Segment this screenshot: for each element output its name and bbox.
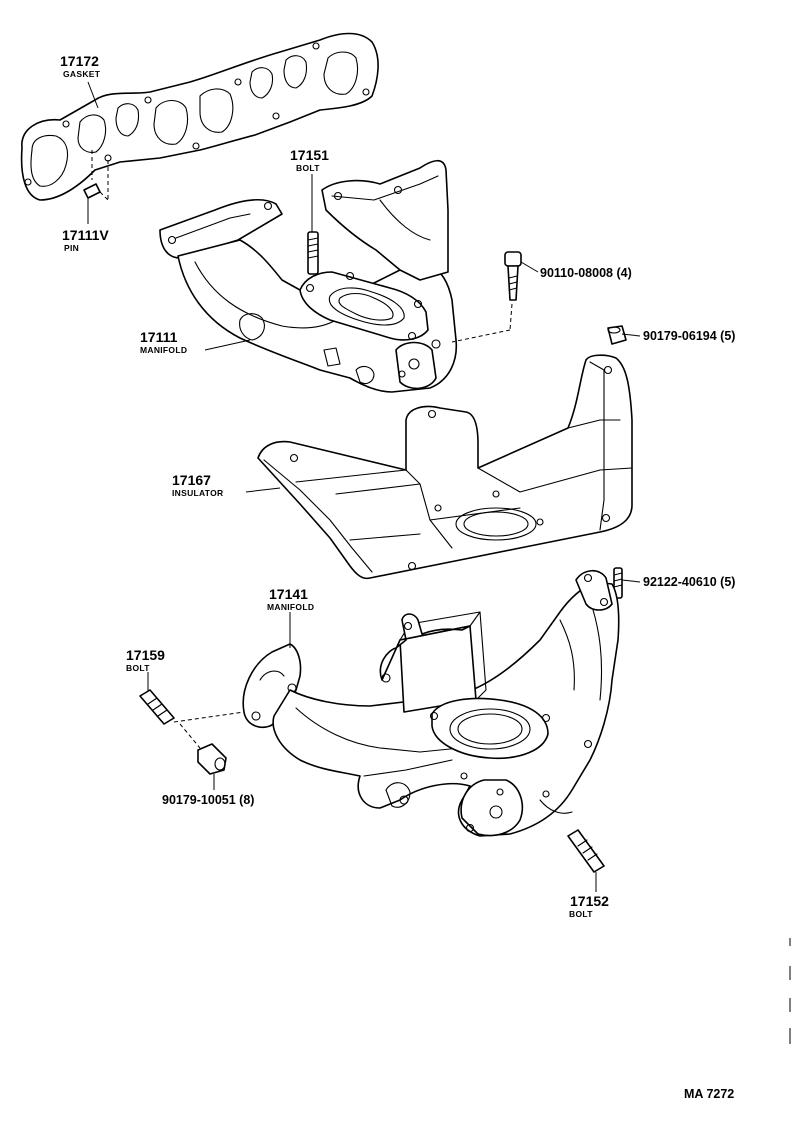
gasket-drawing xyxy=(20,32,379,201)
nut-90179-06194-drawing xyxy=(607,325,627,345)
leader-lines xyxy=(87,81,641,892)
part-number-bolt-17151: 17151 xyxy=(290,147,329,163)
nut-90179-10051-drawing xyxy=(197,743,227,775)
part-number-bolt-17159: 17159 xyxy=(126,647,165,663)
label-nut-90179-06194: 90179-06194 (5) xyxy=(643,329,735,343)
label-nut-90179-10051: 90179-10051 (8) xyxy=(162,793,254,807)
label-bolt-17151: 17151 BOLT xyxy=(290,147,329,173)
label-lower-manifold: 17141 MANIFOLD xyxy=(267,586,314,612)
part-number-upper-manifold: 17111 xyxy=(140,329,178,345)
label-pin: 17111V PIN xyxy=(62,227,109,253)
part-name-lower-manifold: MANIFOLD xyxy=(267,602,314,612)
part-number-insulator: 17167 xyxy=(172,472,211,488)
label-insulator: 17167 INSULATOR xyxy=(172,472,224,498)
part-number-stud-92122: 92122-40610 (5) xyxy=(643,575,735,589)
part-number-bolt-17152: 17152 xyxy=(570,893,609,909)
lower-manifold-drawing xyxy=(242,569,620,837)
bolt-17152-drawing xyxy=(567,829,605,873)
part-name-bolt-17159: BOLT xyxy=(126,663,150,673)
part-number-lower-manifold: 17141 xyxy=(269,586,308,602)
pin-drawing xyxy=(83,183,109,201)
bolt-17151-drawing xyxy=(307,231,319,275)
upper-manifold-drawing xyxy=(159,159,458,393)
part-number-nut-90179-06194: 90179-06194 (5) xyxy=(643,329,735,343)
label-bolt-17152: 17152 BOLT xyxy=(569,893,609,919)
diagram-code: MA 7272 xyxy=(684,1087,734,1101)
part-number-bolt-90110: 90110-08008 (4) xyxy=(540,266,632,280)
part-number-gasket: 17172 xyxy=(60,53,99,69)
stud-92122-drawing xyxy=(613,567,623,599)
label-gasket: 17172 GASKET xyxy=(60,53,101,79)
part-name-bolt-17152: BOLT xyxy=(569,909,593,919)
part-number-pin: 17111V xyxy=(62,227,109,243)
part-name-upper-manifold: MANIFOLD xyxy=(140,345,187,355)
part-name-pin: PIN xyxy=(64,243,79,253)
label-bolt-17159: 17159 BOLT xyxy=(126,647,165,673)
part-name-gasket: GASKET xyxy=(63,69,101,79)
label-upper-manifold: 17111 MANIFOLD xyxy=(140,329,187,355)
label-stud-92122: 92122-40610 (5) xyxy=(643,575,735,589)
part-number-nut-90179-10051: 90179-10051 (8) xyxy=(162,793,254,807)
label-bolt-90110: 90110-08008 (4) xyxy=(540,266,632,280)
bolt-90110-drawing xyxy=(451,251,522,343)
part-name-bolt-17151: BOLT xyxy=(296,163,320,173)
part-name-insulator: INSULATOR xyxy=(172,488,224,498)
bolt-17159-drawing xyxy=(139,689,245,749)
insulator-drawing xyxy=(257,354,633,580)
